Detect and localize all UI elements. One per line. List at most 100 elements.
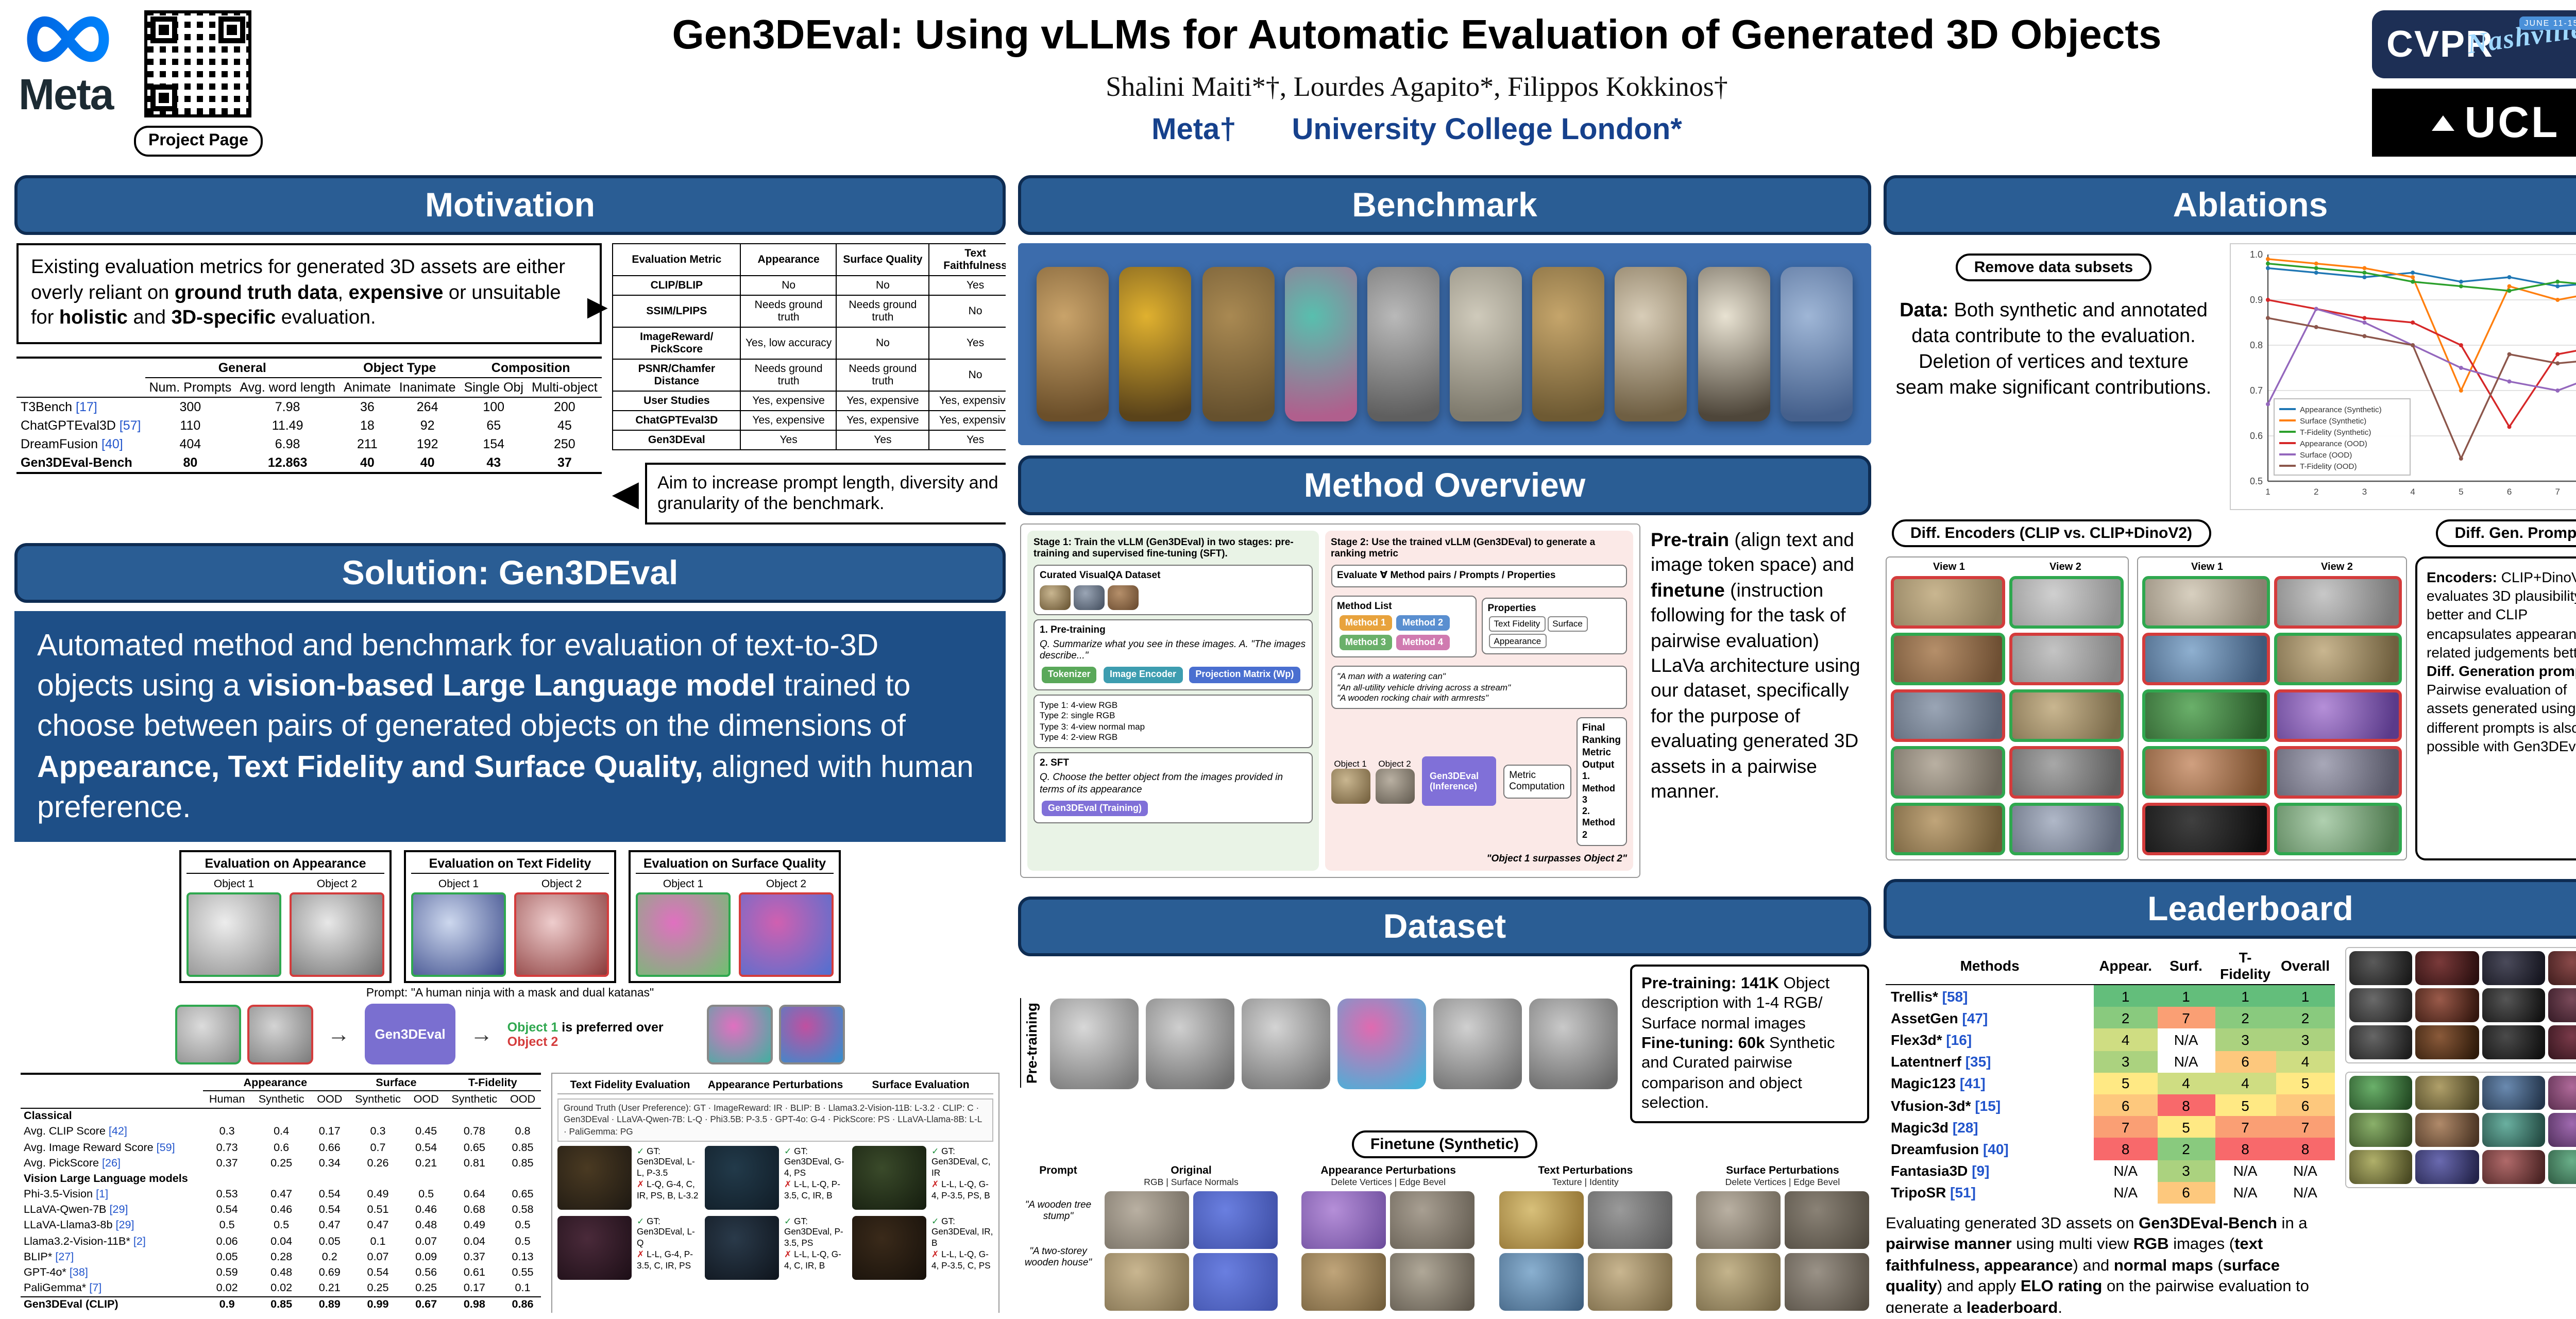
finetune-sample-thumb: [1301, 1253, 1386, 1311]
encoder-comparison-thumb: [2009, 576, 2124, 629]
gen-prompt-comparison-thumb: [2142, 746, 2270, 799]
qr-code: [144, 10, 252, 117]
finetune-sample-thumb: [1696, 1253, 1781, 1311]
dataset-section: Dataset Pre-training Pre-training: 141K …: [1018, 896, 1871, 1313]
object2-thumb: [1375, 769, 1415, 804]
gen-prompt-comparison-thumb: [2274, 689, 2402, 742]
snake-thumb: [1532, 267, 1605, 421]
input-type-label: Type 2: single RGB: [1040, 710, 1115, 721]
gen-prompt-comparison-thumb: [2142, 803, 2270, 855]
ucl-portico-icon: [2431, 115, 2454, 130]
projection-matrix-box: Projection Matrix (Wp): [1189, 667, 1300, 683]
svg-text:T-Fidelity (OOD): T-Fidelity (OOD): [2300, 462, 2357, 471]
comparison-cell: ✓ GT: Gen3DEval, L-L, P-3.5✗ L-Q, G-4, C…: [557, 1145, 699, 1210]
method-title: Method Overview: [1018, 455, 1871, 515]
motivation-intro: Existing evaluation metrics for generate…: [16, 243, 602, 345]
prompt-label: "An all-utility vehicle driving across a…: [1337, 682, 1511, 692]
tokenizer-box: Tokenizer: [1042, 667, 1097, 683]
dataset-prompt: "A wooden tree stump": [1025, 1199, 1092, 1223]
meta-wordmark: Meta: [19, 70, 114, 119]
object1-thumb: [411, 892, 506, 977]
stage2-caption: Stage 2: Use the trained vLLM (Gen3DEval…: [1331, 537, 1596, 560]
inference-result-quote: "Object 1 surpasses Object 2": [1486, 853, 1627, 865]
cvpr-wordmark: CVPR: [2386, 23, 2494, 65]
gen-prompt-comparison-thumb: [2274, 803, 2402, 855]
object-thumb: [175, 1004, 241, 1064]
preference-caption: Object 1 is preferred over Object 2: [507, 1020, 664, 1049]
viking-figure-thumb: [1037, 267, 1109, 421]
finetune-sample-thumb: [1784, 1253, 1869, 1311]
leaderboard-render-thumb: [2482, 1025, 2545, 1059]
comparison-cell: ✓ GT: Gen3DEval, C, IR✗ L-L, L-Q, G-4, P…: [852, 1145, 993, 1210]
diff-gen-prompts-label: Diff. Gen. Prompts: [2436, 519, 2576, 547]
flow-arrow-icon: →: [470, 1021, 493, 1047]
image-encoder-box: Image Encoder: [1103, 667, 1183, 683]
leaderboard-title: Leaderboard: [1884, 879, 2576, 939]
method-chip: Method 2: [1396, 615, 1450, 631]
benchmark-aim-note: Aim to increase prompt length, diversity…: [645, 463, 1006, 525]
dataset-title: Dataset: [1018, 896, 1871, 956]
visualqa-thumb: [1108, 585, 1139, 610]
poster-header: Meta Project Page Gen3DEval: Using vLLMs…: [0, 0, 2576, 175]
leaderboard-renders-grid-bottom: [2345, 1072, 2576, 1188]
object1-thumb: [636, 892, 731, 977]
svg-text:Appearance (Synthetic): Appearance (Synthetic): [2300, 405, 2382, 414]
finetune-sample-thumb: [1105, 1191, 1189, 1249]
svg-text:6: 6: [2507, 487, 2512, 497]
cvpr-dates: JUNE 11-15, 2025: [2519, 16, 2576, 30]
ucl-wordmark: UCL: [2464, 98, 2560, 146]
leaderboard-render-thumb: [2548, 951, 2576, 985]
evaluate-box: Evaluate ∀ Method pairs / Prompts / Prop…: [1331, 564, 1627, 587]
finetune-sample-thumb: [1390, 1253, 1475, 1311]
comparison-cell: ✓ GT: Gen3DEval, IR, B✗ L-L, L-Q, G-4, P…: [852, 1215, 993, 1280]
cmp-header-surface: Surface Evaluation: [872, 1079, 970, 1092]
input-type-label: Type 1: 4-view RGB: [1040, 699, 1118, 710]
meta-infinity-icon: [27, 16, 109, 62]
solution-title: Solution: Gen3DEval: [14, 543, 1006, 603]
encoders-note: Encoders: CLIP+DinoV2 evaluates 3D plaus…: [2415, 556, 2576, 860]
motivation-section: Motivation Existing evaluation metrics f…: [14, 175, 1006, 533]
object2-thumb: [739, 892, 834, 977]
comparison-thumb: [705, 1215, 779, 1280]
svg-text:5: 5: [2459, 487, 2463, 497]
finetune-sample-thumb: [1193, 1253, 1278, 1311]
leaderboard-render-thumb: [2349, 988, 2413, 1022]
affiliation-ucl: University College London*: [1292, 113, 1682, 146]
leaderboard-render-thumb: [2548, 1025, 2576, 1059]
benchmark-section: Benchmark: [1018, 175, 1871, 445]
svg-text:Surface (OOD): Surface (OOD): [2300, 451, 2352, 460]
property-chip: Text Fidelity: [1488, 616, 1546, 632]
prompt-label: "A wooden rocking chair with armrests": [1337, 692, 1488, 703]
svg-text:1.0: 1.0: [2250, 249, 2263, 260]
cmp-header-appearance: Appearance Perturbations: [707, 1079, 843, 1092]
prompts-box: "A man with a watering can""An all-utili…: [1331, 666, 1627, 709]
svg-text:4: 4: [2410, 487, 2415, 497]
svg-text:2: 2: [2314, 487, 2318, 497]
meta-logo: Meta: [19, 10, 117, 157]
affiliations: Meta† University College London*: [480, 113, 2353, 147]
project-page-button[interactable]: Project Page: [134, 126, 263, 157]
gen-prompt-comparison-thumb: [2274, 746, 2402, 799]
ablation-chart: 0.50.60.70.80.91.012345678Appearance (Sy…: [2230, 243, 2576, 510]
svg-text:0.9: 0.9: [2250, 295, 2263, 305]
comparison-thumb: [852, 1145, 926, 1210]
comparison-cell: ✓ GT: Gen3DEval, P-3.5, PS✗ L-L, L-Q, G-…: [705, 1215, 846, 1280]
encoders-comparison-grid: View 1 View 2: [1886, 556, 2129, 860]
dataset-prompt: "A two-storey wooden house": [1024, 1245, 1092, 1269]
leaderboard-render-thumb: [2548, 1113, 2576, 1147]
pretraining-row-label: Pre-training: [1020, 999, 1042, 1088]
leaderboard-render-thumb: [2548, 988, 2576, 1022]
ablations-section: Ablations Remove data subsets Data: Both…: [1884, 175, 2576, 869]
